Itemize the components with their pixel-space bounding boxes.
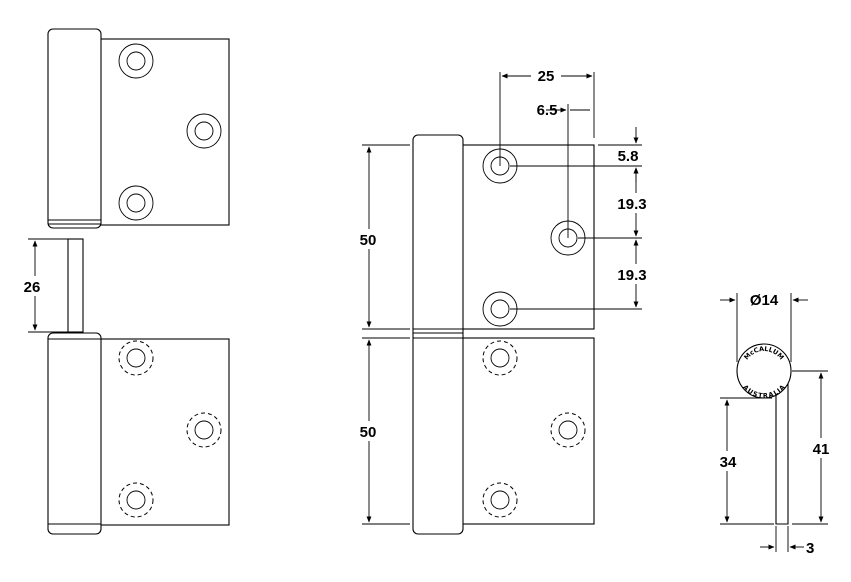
middle-lower-hidden-hole-2 [550, 412, 586, 448]
upper-leaf-hole-3 [118, 185, 154, 221]
profile-inner-height-label: 34 [720, 454, 737, 471]
leaf-height-dimension-bottom: 50 [352, 337, 410, 525]
left-exploded-view: 26 [18, 28, 230, 535]
upper-knuckle [47, 28, 102, 229]
right-profile-view: McCALLUM AUSTRALIA Ø14 34 [713, 292, 836, 557]
pin-length-label: 26 [24, 279, 41, 296]
pin-length-dimension: 26 [18, 238, 68, 333]
leaf-thickness-dimension: 3 [760, 526, 814, 557]
lower-leaf-hidden-hole-1 [118, 340, 154, 376]
leaf-thickness-label: 3 [806, 540, 814, 557]
middle-lower-hidden-hole-3 [482, 482, 518, 518]
leaf-height-bottom-label: 50 [360, 424, 377, 441]
hole-from-top-label: 5.8 [618, 148, 639, 165]
lower-leaf-hidden-hole-3 [118, 482, 154, 518]
lower-leaf-plate [96, 338, 230, 526]
middle-assembled-view: 50 50 25 6.5 [352, 66, 650, 535]
hole-offset-25-label: 25 [538, 68, 555, 85]
knuckle-diameter-label: Ø14 [750, 292, 779, 309]
upper-leaf-plate [96, 38, 230, 226]
middle-lower-hidden-hole-1 [482, 340, 518, 376]
middle-lower-leaf-plate [457, 337, 595, 525]
knuckle-diameter-dimension: Ø14 [720, 292, 808, 362]
leaf-height-top-label: 50 [360, 232, 377, 249]
hole-spacing-1-label: 19.3 [617, 196, 646, 213]
profile-inner-height-dimension: 34 [713, 397, 774, 525]
profile-outer-height-dimension: 41 [792, 370, 836, 525]
middle-upper-leaf-plate [457, 144, 595, 330]
upper-leaf-hole-1 [118, 43, 154, 79]
hole-vertical-dimension-chain: 5.8 19.3 19.3 [510, 127, 650, 310]
lower-leaf-hidden-hole-2 [186, 412, 222, 448]
middle-knuckle [412, 134, 464, 535]
hole-offset-6-5-label: 6.5 [537, 102, 558, 119]
leaf-height-dimension-top: 50 [352, 144, 410, 330]
profile-outer-height-label: 41 [813, 441, 830, 458]
hole-offset-25-dimension: 25 [499, 66, 595, 166]
hole-offset-6-5-dimension: 6.5 [537, 102, 590, 238]
hinge-pin [67, 238, 84, 333]
upper-leaf-hole-2 [186, 113, 222, 149]
lower-knuckle [47, 332, 102, 535]
hole-spacing-2-label: 19.3 [617, 267, 646, 284]
